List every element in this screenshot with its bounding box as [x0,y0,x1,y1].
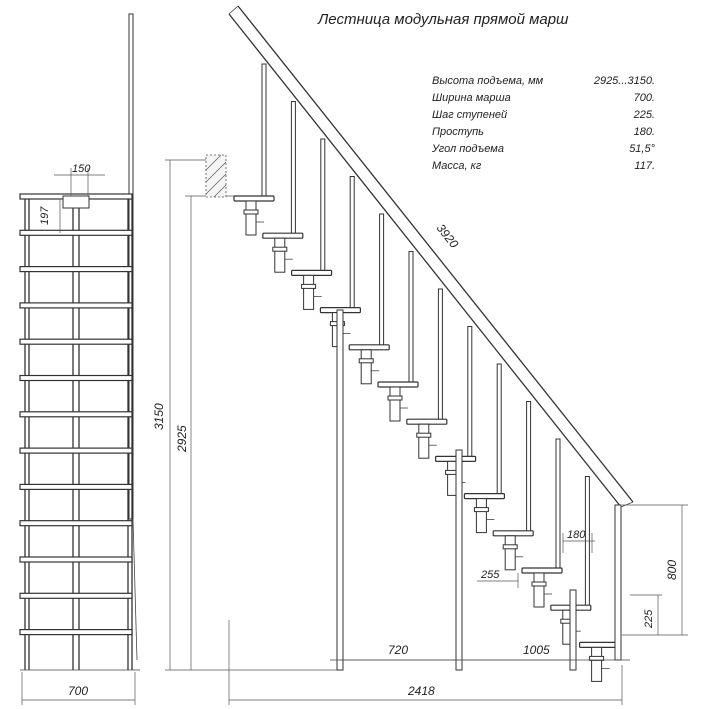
side-tread [406,418,448,425]
dim-support-offset: 255 [480,569,500,581]
baluster [526,401,532,534]
dim-tread-depth: 180 [567,529,586,541]
front-treads [19,193,133,636]
baluster [496,363,502,497]
dim-base-span: 720 [388,643,408,657]
spec-label: Шаг ступеней [432,109,507,121]
dim-total-height: 3150 [152,403,166,430]
spec-label: Проступь [432,126,484,138]
step-module [591,646,603,682]
step-module [533,572,545,608]
step-module [274,237,286,273]
baluster [467,326,473,459]
step-dimensions: 180 255 800 225 [477,504,688,636]
dim-total-length: 2418 [407,684,435,698]
front-tread [19,628,133,636]
baluster [320,138,326,273]
side-steps [233,195,621,682]
spec-label: Высота подъема, мм [432,75,544,87]
dim-step-height: 225 [643,609,655,629]
side-tread [492,530,534,537]
step-module-joint [387,395,403,401]
side-tread [233,195,275,202]
step-module-joint [272,246,288,252]
dim-front-width: 700 [68,684,88,698]
step-module-joint [301,283,317,289]
spec-value: 51,5° [629,143,655,155]
step-module-joint [589,655,605,661]
front-tread [19,229,133,236]
baluster [584,476,590,608]
step-module-joint [243,209,259,215]
front-tread [19,338,133,345]
ceiling-slab [205,154,227,198]
spec-label: Угол подъема [431,143,504,155]
height-dimensions: 3150 2925 [152,159,340,671]
step-module [245,200,257,236]
step-module [303,274,315,310]
dim-base-offset: 1005 [523,643,550,657]
bottom-dimensions: 720 1005 2418 [228,620,623,705]
dim-bottom-height: 800 [665,560,679,580]
step-module-joint [531,581,547,587]
baluster [349,176,355,311]
step-module-joint [502,544,518,550]
spec-value: 117. [634,160,655,172]
side-tread [463,493,505,500]
balusters [261,63,590,608]
support-column [336,309,344,671]
baluster [437,288,443,422]
front-top-bracket [62,195,90,209]
side-tread [348,344,390,351]
step-module-joint [358,358,374,364]
support-column [455,449,463,671]
spec-value: 700. [634,92,655,104]
step-module-joint [473,507,489,513]
spec-label: Масса, кг [432,160,482,172]
spec-value: 225. [633,109,655,121]
drawing-title: Лестница модульная прямой марш [317,11,569,28]
baluster [408,251,414,385]
spec-label: Ширина марша [432,92,511,104]
side-tread [291,269,333,276]
front-tread [19,266,133,273]
support-column [569,589,577,671]
baluster [261,63,267,199]
front-tread [19,411,133,418]
step-module [418,423,430,459]
front-tread [19,483,133,490]
dim-front-top-step: 150 [72,163,91,175]
step-module [389,386,401,422]
baluster [555,438,561,571]
front-tread [19,302,133,309]
side-view [228,5,634,682]
baluster [379,213,385,348]
side-tread [262,232,304,239]
side-tread [578,641,621,649]
front-tread [19,520,133,527]
step-module [475,498,487,534]
step-module [360,349,372,385]
dim-rail-length: 3920 [434,221,462,251]
side-tread [377,381,419,388]
spec-table: Высота подъема, мм 2925...3150. Ширина м… [431,75,656,172]
front-tread [19,447,133,454]
front-tread [19,556,133,563]
front-tread [19,374,133,382]
dim-min-height: 2925 [175,425,189,453]
front-view: 150 197 700 [19,13,140,705]
step-module-joint [416,432,432,438]
spec-value: 180. [634,126,655,138]
bottom-post [614,504,622,661]
baluster [290,101,296,236]
step-module [504,535,516,571]
spec-value: 2925...3150. [593,75,655,87]
side-tread [521,567,563,574]
front-tread [19,592,133,599]
dim-front-gap: 197 [39,206,51,225]
